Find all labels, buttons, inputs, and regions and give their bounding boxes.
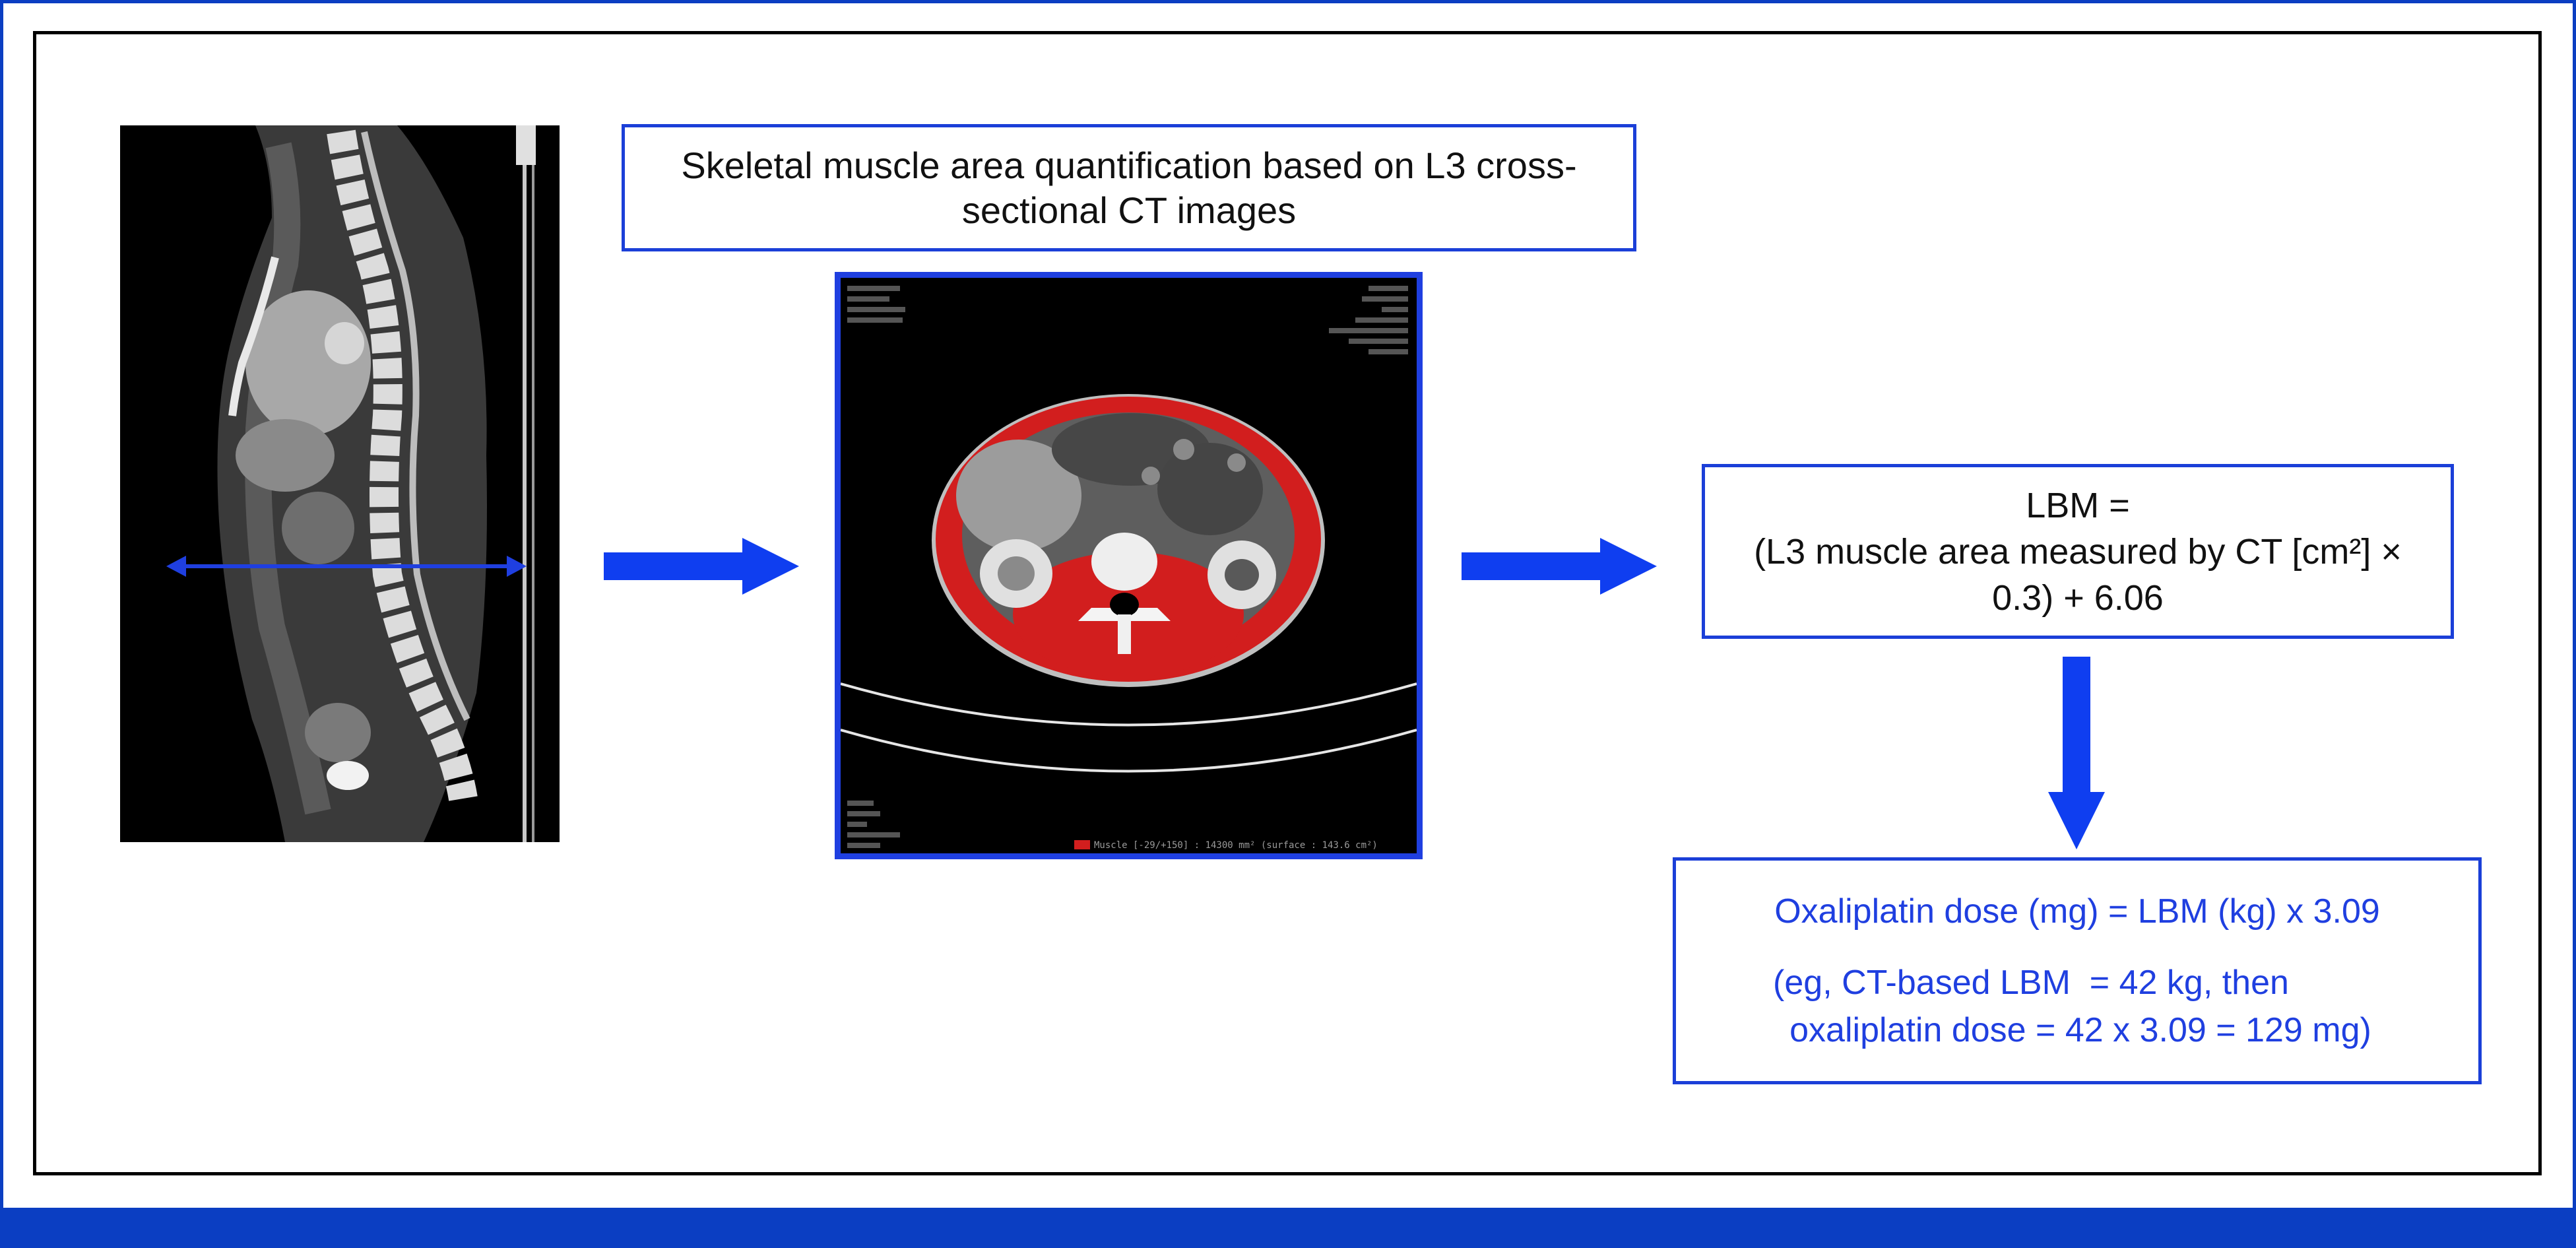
overlay-text-block: [847, 317, 903, 323]
overlay-text-block: [1362, 296, 1408, 302]
right-arrow-icon: [1462, 538, 1657, 595]
spinal-canal: [361, 131, 470, 721]
spinous-process: [1118, 614, 1131, 654]
scanner-edge-line: [532, 125, 534, 842]
ct-overlay-text: [847, 286, 1408, 848]
sagittal-ct-image: [120, 125, 560, 842]
spinal-canal: [1110, 593, 1139, 616]
renal-pelvis: [1225, 559, 1259, 591]
title-line-2: sectional CT images: [961, 189, 1297, 231]
axial-ct-image: Muscle [-29/+150] : 14300 mm² (surface :…: [835, 272, 1423, 859]
down-arrow-icon: [2048, 657, 2105, 849]
right-arrow-icon: [604, 538, 799, 595]
dose-example-line-1: (eg, CT-based LBM = 42 kg, then: [1773, 964, 2289, 1002]
scanner-table-arc: [841, 682, 1417, 727]
overlay-text-block: [847, 843, 880, 848]
spine: [327, 129, 478, 801]
double-headed-arrow-icon: [166, 556, 527, 577]
overlay-text-block: [847, 307, 905, 312]
dose-example-line-2: oxaliplatin dose = 42 x 3.09 = 129 mg): [1789, 1011, 2371, 1049]
title-box: Skeletal muscle area quantification base…: [622, 124, 1636, 251]
renal-pelvis: [998, 556, 1035, 591]
bowel-loop: [1173, 439, 1194, 460]
sternum: [228, 256, 279, 416]
overlay-text-block: [847, 832, 900, 837]
bowel-loop: [1142, 467, 1160, 485]
oxaliplatin-dose-box: Oxaliplatin dose (mg) = LBM (kg) x 3.09 …: [1673, 857, 2482, 1084]
lbm-line-1: LBM =: [2026, 485, 2130, 525]
muscle-legend-label: Muscle [-29/+150] : 14300 mm² (surface :…: [1094, 840, 1378, 851]
vertebral-body: [1091, 533, 1157, 591]
overlay-text-block: [1368, 349, 1408, 354]
aorta: [325, 322, 364, 364]
muscle-legend-swatch: [1074, 840, 1090, 849]
bowel-loop: [1227, 453, 1246, 472]
sagittal-ct-drawing: [120, 125, 560, 842]
overlay-text-block: [1329, 328, 1408, 333]
heart: [245, 290, 371, 436]
overlay-text-block: [1349, 339, 1408, 344]
overlay-text-block: [1355, 317, 1408, 323]
lbm-line-2: (L3 muscle area measured by CT [cm²] ×: [1754, 531, 2402, 572]
overlay-text-block: [847, 811, 880, 816]
contrast-spot: [327, 761, 369, 790]
bowel: [1157, 443, 1263, 535]
overlay-text-block: [1368, 286, 1408, 291]
bladder: [305, 703, 371, 762]
scanner-edge-line: [523, 125, 527, 842]
overlay-text-block: [847, 801, 874, 806]
lbm-line-3: 0.3) + 6.06: [1992, 577, 2164, 618]
scanner-table-arc: [841, 729, 1417, 773]
lbm-formula-box: LBM = (L3 muscle area measured by CT [cm…: [1702, 464, 2454, 639]
overlay-text-block: [847, 822, 867, 827]
title-line-1: Skeletal muscle area quantification base…: [681, 144, 1577, 186]
overlay-text-block: [847, 296, 889, 302]
scanner-edge-block: [516, 125, 536, 165]
dose-formula-line: Oxaliplatin dose (mg) = LBM (kg) x 3.09: [1774, 892, 2380, 931]
bottom-accent-band: [0, 1208, 2576, 1248]
overlay-text-block: [847, 286, 900, 291]
liver: [236, 419, 335, 492]
axial-ct-drawing: Muscle [-29/+150] : 14300 mm² (surface :…: [841, 278, 1417, 853]
liver: [956, 440, 1081, 552]
abdominal-organs: [282, 492, 354, 564]
overlay-text-block: [1382, 307, 1408, 312]
figure-frame: [33, 31, 2542, 1175]
